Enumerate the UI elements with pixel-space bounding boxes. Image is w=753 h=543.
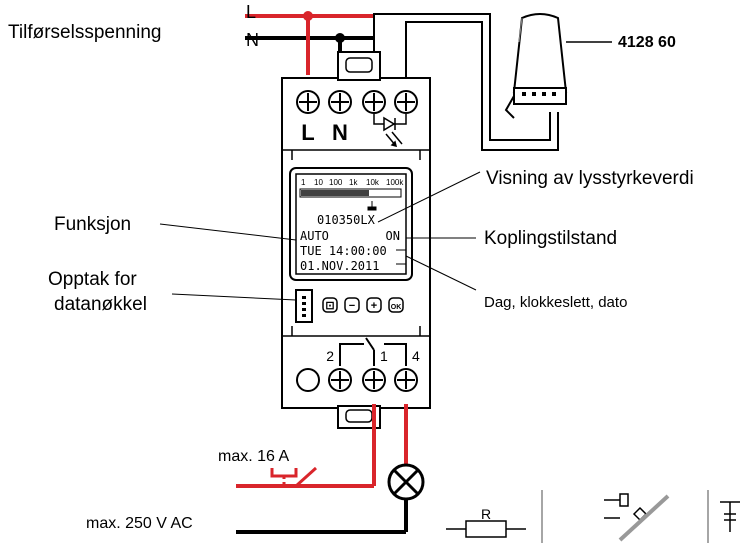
device-button-label: − (349, 300, 355, 312)
load-wiring (236, 404, 425, 534)
lux-scale-tick: 10 (314, 178, 323, 187)
sensor-code-label: 4128 60 (618, 34, 676, 51)
device-button[interactable]: − (344, 297, 360, 313)
bottom-terminals (296, 368, 418, 392)
device-button-label: ⊡ (325, 300, 334, 312)
resistor-label: R (481, 506, 491, 522)
relay-contacts (339, 337, 407, 366)
day-time-date-label: Dag, klokkeslett, dato (484, 294, 627, 311)
data-key-slot[interactable] (295, 289, 313, 323)
wire-l-label: L (246, 2, 256, 22)
relay-2-label: 2 (326, 348, 334, 364)
lcd-display: 1 10 100 1k 10k 100k (289, 167, 413, 281)
terminal-l-label: L (301, 120, 314, 145)
data-key-label-line2: datanøkkel (54, 294, 147, 315)
device-button-label: + (371, 300, 377, 312)
top-terminals (296, 90, 418, 114)
max-voltage-label: max. 250 V AC (86, 515, 193, 532)
switching-state-label: Koplingstilstand (484, 228, 617, 249)
lux-display-label: Visning av lysstyrkeverdi (486, 168, 694, 189)
lcd-lux-value: 010350LX (317, 213, 376, 227)
lux-pointer (367, 201, 377, 211)
device-button[interactable]: ⊡ (322, 297, 338, 313)
lux-scale-tick: 1k (349, 178, 358, 187)
lux-scale-tick: 1 (301, 178, 306, 187)
supply-label: Tilførselsspenning (8, 22, 161, 43)
lcd-date: 01.NOV.2011 (300, 259, 379, 273)
load-symbols (446, 490, 740, 543)
lcd-day-time: TUE 14:00:00 (300, 244, 387, 258)
button-row (295, 289, 313, 323)
lux-scale: 1 10 100 1k 10k 100k (301, 178, 404, 187)
lux-scale-tick: 10k (366, 178, 380, 187)
function-label: Funksjon (54, 214, 131, 235)
device-button-label: OK (391, 304, 402, 311)
lux-scale-tick: 100 (329, 178, 343, 187)
device-buttons: ⊡ − + OK (322, 297, 404, 313)
neutral-junction (335, 33, 345, 43)
sensor-cable (373, 13, 559, 151)
lux-scale-tick: 100k (386, 178, 404, 187)
wire-n-label: N (246, 30, 259, 50)
manual-switch (270, 466, 318, 488)
relay-4-label: 4 (412, 348, 420, 364)
device-button[interactable]: + (366, 297, 382, 313)
live-junction (303, 11, 313, 21)
photodiode-symbol (373, 114, 407, 148)
callout-lines (159, 171, 481, 301)
terminal-n-label: N (332, 120, 348, 145)
data-key-label-line1: Opptak for (48, 269, 137, 290)
lcd-state: ON (386, 229, 400, 243)
device-button[interactable]: OK (388, 297, 404, 313)
max-current-label: max. 16 A (218, 448, 289, 465)
relay-1-label: 1 (380, 348, 388, 364)
lux-bar (301, 190, 369, 196)
lcd-mode: AUTO (300, 229, 329, 243)
light-sensor (504, 13, 612, 119)
